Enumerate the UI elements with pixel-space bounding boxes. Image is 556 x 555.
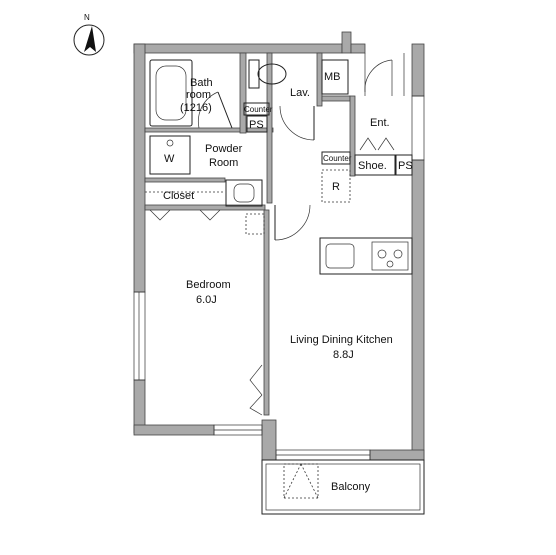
balcony-label: Balcony <box>331 481 371 493</box>
counter-mid-label: Counter <box>323 154 352 163</box>
drain-icon <box>166 139 174 147</box>
ps-mid-label: PS <box>398 160 413 172</box>
counter-top-label: Counter <box>244 105 273 114</box>
toilet-icon <box>248 59 287 89</box>
shoe-label: Shoe. <box>358 160 387 172</box>
bath-label-2: room <box>186 89 211 101</box>
counter-mid-box <box>321 151 351 165</box>
bedroom-name: Bedroom <box>186 279 231 291</box>
ldk-window <box>275 449 371 461</box>
bedroom-door[interactable] <box>245 213 265 416</box>
bath-label-1: Bath <box>190 77 213 89</box>
svg-text:N: N <box>84 13 90 22</box>
powder-label-1: Powder <box>205 143 243 155</box>
mb-label: MB <box>324 71 341 83</box>
north-arrow-icon: N <box>73 13 105 56</box>
washer-box <box>149 135 191 175</box>
walls <box>133 31 425 461</box>
counter-top-box <box>243 102 270 116</box>
shoe-cabinet-doors[interactable] <box>359 137 395 151</box>
entrance-label: Ent. <box>370 117 390 129</box>
ldk-door[interactable] <box>274 204 311 241</box>
kitchen-counter <box>319 237 413 275</box>
ldk-size: 8.8J <box>333 349 354 361</box>
bath-door[interactable] <box>198 91 233 129</box>
shoe-box <box>354 154 396 176</box>
mb-box <box>321 59 349 95</box>
bathtub-icon <box>149 59 193 127</box>
ps-top-label: PS <box>249 119 264 131</box>
bath-label-3: (1216) <box>180 102 212 114</box>
lav-door[interactable] <box>279 105 315 141</box>
lav-label: Lav. <box>290 87 310 99</box>
bedroom-size: 6.0J <box>196 294 217 306</box>
stove-icon <box>371 241 409 271</box>
washer-label: W <box>164 153 175 165</box>
ps-mid-box <box>395 154 413 176</box>
ldk-name: Living Dining Kitchen <box>290 334 393 346</box>
sink-icon <box>225 179 263 207</box>
refrigerator-label: R <box>332 181 340 193</box>
balcony <box>261 459 425 515</box>
entrance-door[interactable] <box>364 53 405 96</box>
ps-top-box <box>246 115 268 133</box>
entrance-window <box>411 95 425 161</box>
closet-doors[interactable] <box>149 209 221 221</box>
refrigerator-box <box>321 169 351 203</box>
powder-label-2: Room <box>209 157 238 169</box>
closet-label: Closet <box>163 190 194 202</box>
bedroom-bottom-window <box>213 424 263 436</box>
bedroom-window <box>133 291 146 381</box>
